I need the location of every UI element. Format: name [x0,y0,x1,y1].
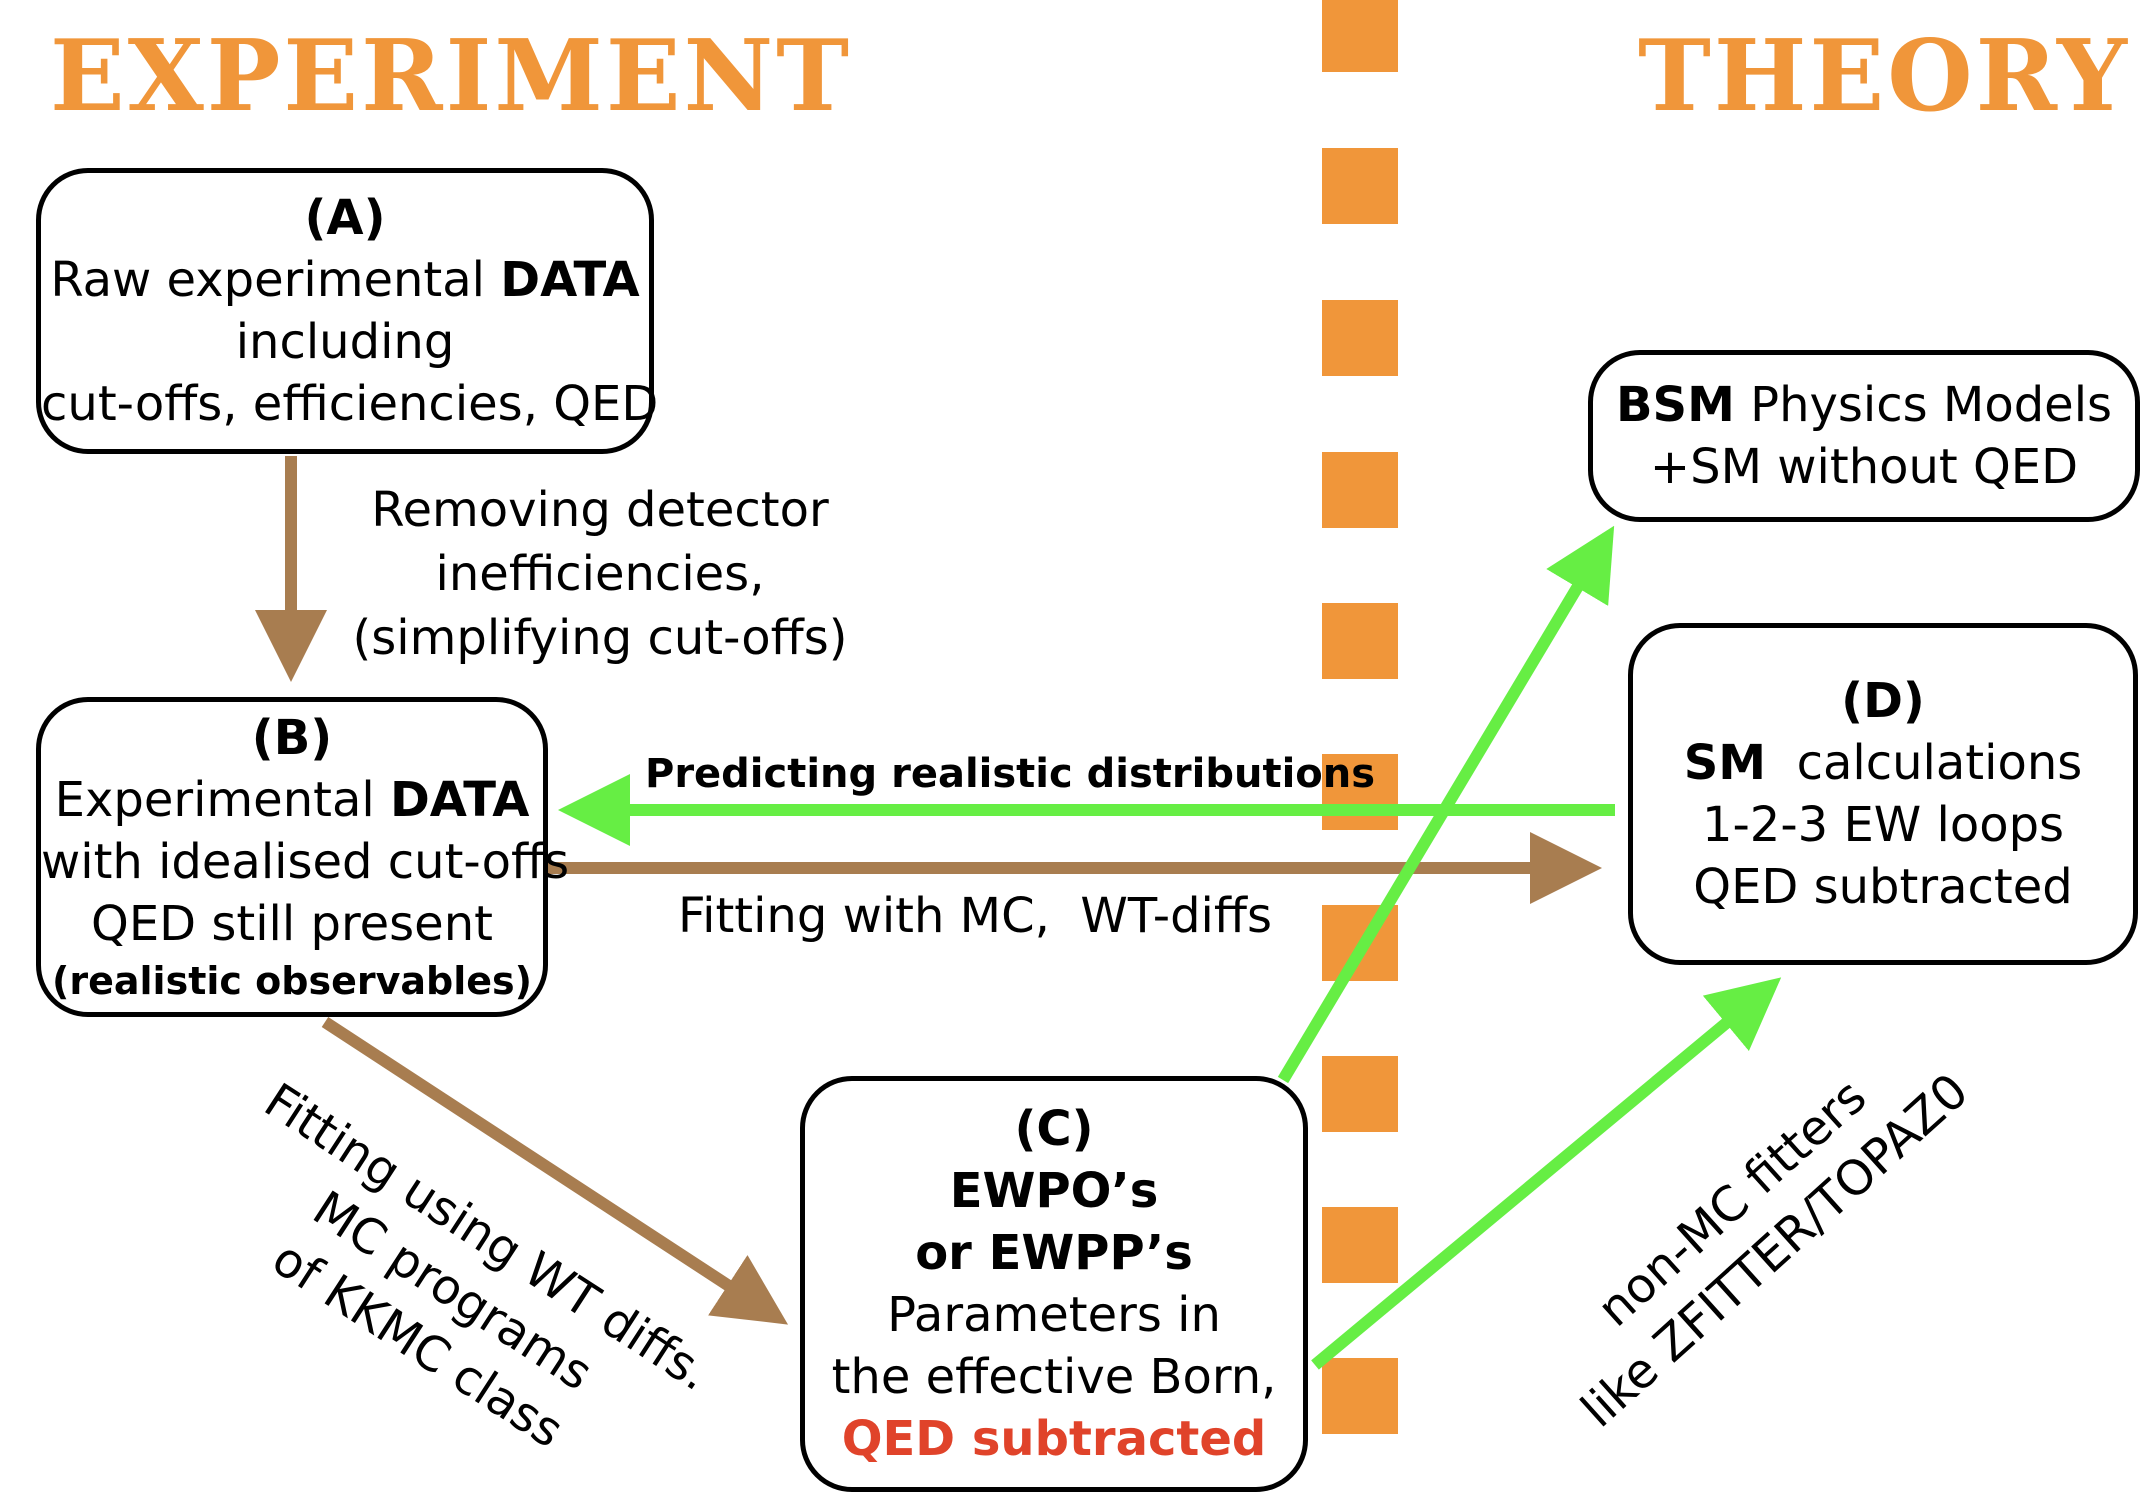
box-bsm-line2: +SM without QED [1649,439,2079,495]
divider-dash [1322,603,1398,679]
box-d-line3: QED subtracted [1693,859,2073,915]
box-b-line1: Experimental DATA [54,772,530,828]
arrow-c-to-bsm [1277,525,1615,1084]
box-b-experimental-data: (B) Experimental DATA with idealised cut… [36,697,570,1017]
experiment-header: EXPERIMENT [50,19,853,134]
theory-header: THEORY [1638,19,2130,134]
label-removing-line1: Removing detector [371,482,829,538]
divider-dashes [1322,0,1398,1434]
label-removing-line2: inefficiencies, [435,546,765,602]
box-a-raw-data: (A) Raw experimental DATA including cut-… [36,168,659,454]
label-predicting: Predicting realistic distributions [645,751,1376,797]
divider-dash [1322,0,1398,72]
divider-dash [1322,1358,1398,1434]
divider-dash [1322,1207,1398,1283]
box-c-line1: EWPO’s [949,1163,1159,1219]
box-c-ewpo: (C) EWPO’s or EWPP’s Parameters in the e… [800,1076,1308,1492]
label-removing-line3: (simplifying cut-offs) [352,610,848,666]
box-d-line1: SM calculations [1683,735,2083,791]
arrow-c-to-d [1311,977,1782,1370]
box-c-id: (C) [1014,1101,1094,1157]
divider-dash [1322,754,1398,830]
box-b-line4: (realistic observables) [52,959,532,1003]
box-d-line2: 1-2-3 EW loops [1701,797,2065,853]
box-a-line3: cut-offs, efficiencies, QED [41,376,659,432]
label-fitting-mc: Fitting with MC, WT-diffs [678,888,1272,944]
arrow-b-to-c [321,1016,789,1325]
box-bsm-models: BSM Physics Models +SM without QED [1588,350,2140,522]
box-c-line4: the effective Born, [831,1349,1277,1405]
box-d-id: (D) [1841,673,1925,729]
box-b-id: (B) [251,710,333,766]
label-removing-inefficiencies: Removing detector inefficiencies, (simpl… [330,478,870,670]
divider-dash [1322,300,1398,376]
box-a-line1: Raw experimental DATA [50,252,640,308]
box-bsm-line1: BSM Physics Models [1615,377,2113,433]
box-b-line3: QED still present [91,896,493,952]
box-c-line2: or EWPP’s [915,1225,1193,1281]
box-d-sm-calculations: (D) SM calculations 1-2-3 EW loops QED s… [1628,623,2138,965]
divider-dash [1322,452,1398,528]
box-b-line2: with idealised cut-offs [41,834,570,890]
box-a-line2: including [235,314,455,370]
box-c-line3: Parameters in [887,1287,1221,1343]
divider-dash [1322,1056,1398,1132]
box-c-line5: QED subtracted [841,1411,1267,1467]
divider-dash [1322,148,1398,224]
box-a-id: (A) [304,190,386,246]
